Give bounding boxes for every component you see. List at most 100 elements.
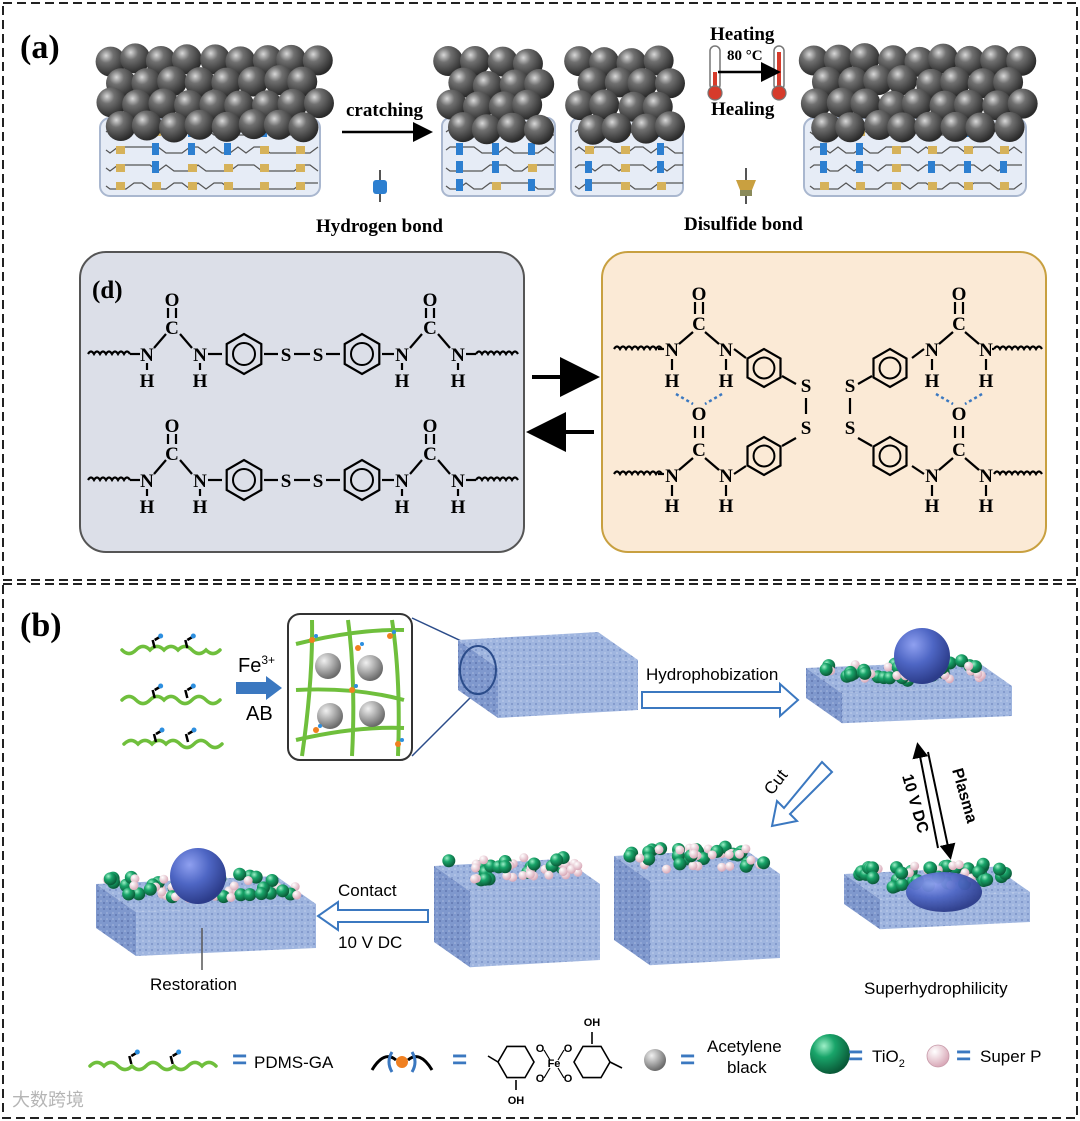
legend-super-p-label: Super P	[980, 1047, 1041, 1066]
super-p-particle	[525, 869, 535, 879]
disulfide-unit	[856, 182, 865, 190]
carbon-sphere	[589, 89, 620, 120]
carbon-sphere	[447, 112, 478, 143]
atom-s: S	[281, 471, 292, 492]
atom-o: O	[692, 284, 707, 305]
heating-label: Heating	[710, 24, 775, 45]
tio2-particle	[103, 872, 117, 886]
super-p-particle	[558, 867, 568, 877]
tio2-particle	[442, 854, 456, 868]
carbon-sphere	[800, 88, 831, 119]
hydrogen-bond-unit	[152, 161, 159, 173]
temperature-label: 80 °C	[727, 48, 763, 64]
disulfide-unit	[892, 164, 901, 172]
carbon-sphere	[577, 67, 608, 98]
carbon-sphere	[627, 68, 658, 99]
healing-label: Healing	[711, 99, 775, 120]
panel-d-label: (d)	[92, 277, 123, 304]
bond	[733, 348, 747, 359]
fe-crosslink	[355, 645, 361, 651]
carbon-sphere	[604, 67, 635, 98]
hydrophobization-arrow	[641, 681, 800, 719]
disulfide-unit	[260, 146, 269, 154]
atom-h: H	[719, 371, 734, 392]
hydrogen-bond-unit	[224, 143, 231, 155]
hydrogen-bond-unit	[820, 161, 827, 173]
atom-n: N	[193, 471, 207, 492]
superhydrophilicity-label: Superhydrophilicity	[864, 979, 1008, 998]
super-p-particle	[892, 671, 902, 681]
network-zoom-box	[287, 613, 413, 761]
atom-h: H	[140, 497, 155, 518]
benzene-aromatic	[350, 342, 374, 366]
atom-h: H	[665, 371, 680, 392]
fe-crosslink	[349, 687, 355, 693]
carbon-sphere	[238, 109, 269, 140]
legend-equals-4: =	[848, 1040, 863, 1070]
legend-fe: Fe	[548, 1058, 561, 1070]
atom-n: N	[979, 466, 993, 487]
hydrogen-bond-unit	[657, 143, 664, 155]
legend-o: O	[564, 1073, 573, 1085]
catechol-oh	[158, 683, 164, 689]
atom-s: S	[845, 376, 856, 397]
block-side-face	[614, 856, 650, 966]
fe-o-bond	[557, 1049, 565, 1061]
carbon-sphere	[577, 114, 608, 145]
carbon-sphere	[159, 112, 190, 143]
tio2-particle	[642, 852, 656, 866]
atom-h: H	[140, 371, 155, 392]
legend-crosslink-icon	[370, 1051, 434, 1073]
carbon-sphere	[850, 88, 881, 119]
crosslink-oh	[314, 634, 318, 638]
atom-s: S	[801, 376, 812, 397]
legend-super-p-icon	[926, 1044, 950, 1068]
super-p-particle	[573, 861, 583, 871]
dc-horizontal-label: 10 V DC	[338, 933, 402, 952]
legend-pdms-ga-icon	[88, 1049, 218, 1072]
catechol-group	[184, 685, 193, 699]
benzene-ring	[343, 458, 381, 502]
dc-vertical-label: 10 V DC	[898, 772, 931, 835]
benzene-ring	[225, 332, 263, 376]
disulfide-unit	[1000, 182, 1009, 190]
hydrogen-bond-unit	[820, 143, 827, 155]
carbon-sphere	[954, 89, 985, 120]
benzene-ring	[872, 347, 908, 389]
atom-n: N	[719, 340, 733, 361]
fe-o-bond	[557, 1067, 565, 1079]
bond	[409, 333, 423, 349]
carbon-sphere	[462, 91, 493, 122]
carbon-sphere	[211, 67, 242, 98]
hydrogen-bond-unit	[456, 179, 463, 191]
catechol-oh	[176, 1049, 182, 1055]
carbon-sphere	[200, 44, 231, 75]
acetylene-black-particle	[359, 701, 385, 727]
legend-tio2-icon	[810, 1034, 850, 1074]
atom-n: N	[395, 471, 409, 492]
polymer-chain	[105, 146, 319, 154]
carbon-sphere	[487, 46, 518, 77]
carbon-sphere	[994, 112, 1025, 143]
disulfide-unit	[585, 146, 594, 154]
cut-arrow	[770, 760, 834, 828]
panel-b-label: (b)	[20, 607, 62, 644]
contact-label: Contact	[338, 881, 397, 900]
super-p-particle	[675, 845, 685, 855]
legend-acetylene-black-icon	[644, 1049, 666, 1071]
benzene-aromatic	[752, 356, 776, 380]
carbon-sphere	[993, 67, 1024, 98]
fe-crosslink	[313, 727, 319, 733]
super-p-particle	[734, 849, 744, 859]
atom-n: N	[193, 345, 207, 366]
disulfide-bond-label: Disulfide bond	[684, 214, 803, 235]
thermometer-cold-icon	[707, 45, 723, 101]
atom-h: H	[925, 371, 940, 392]
bond	[409, 459, 423, 475]
fe-label: Fe3+	[238, 653, 275, 677]
bond	[911, 348, 925, 359]
carbon-sphere	[171, 44, 202, 75]
polymer-chain	[105, 182, 318, 190]
disulfide-unit	[296, 146, 305, 154]
